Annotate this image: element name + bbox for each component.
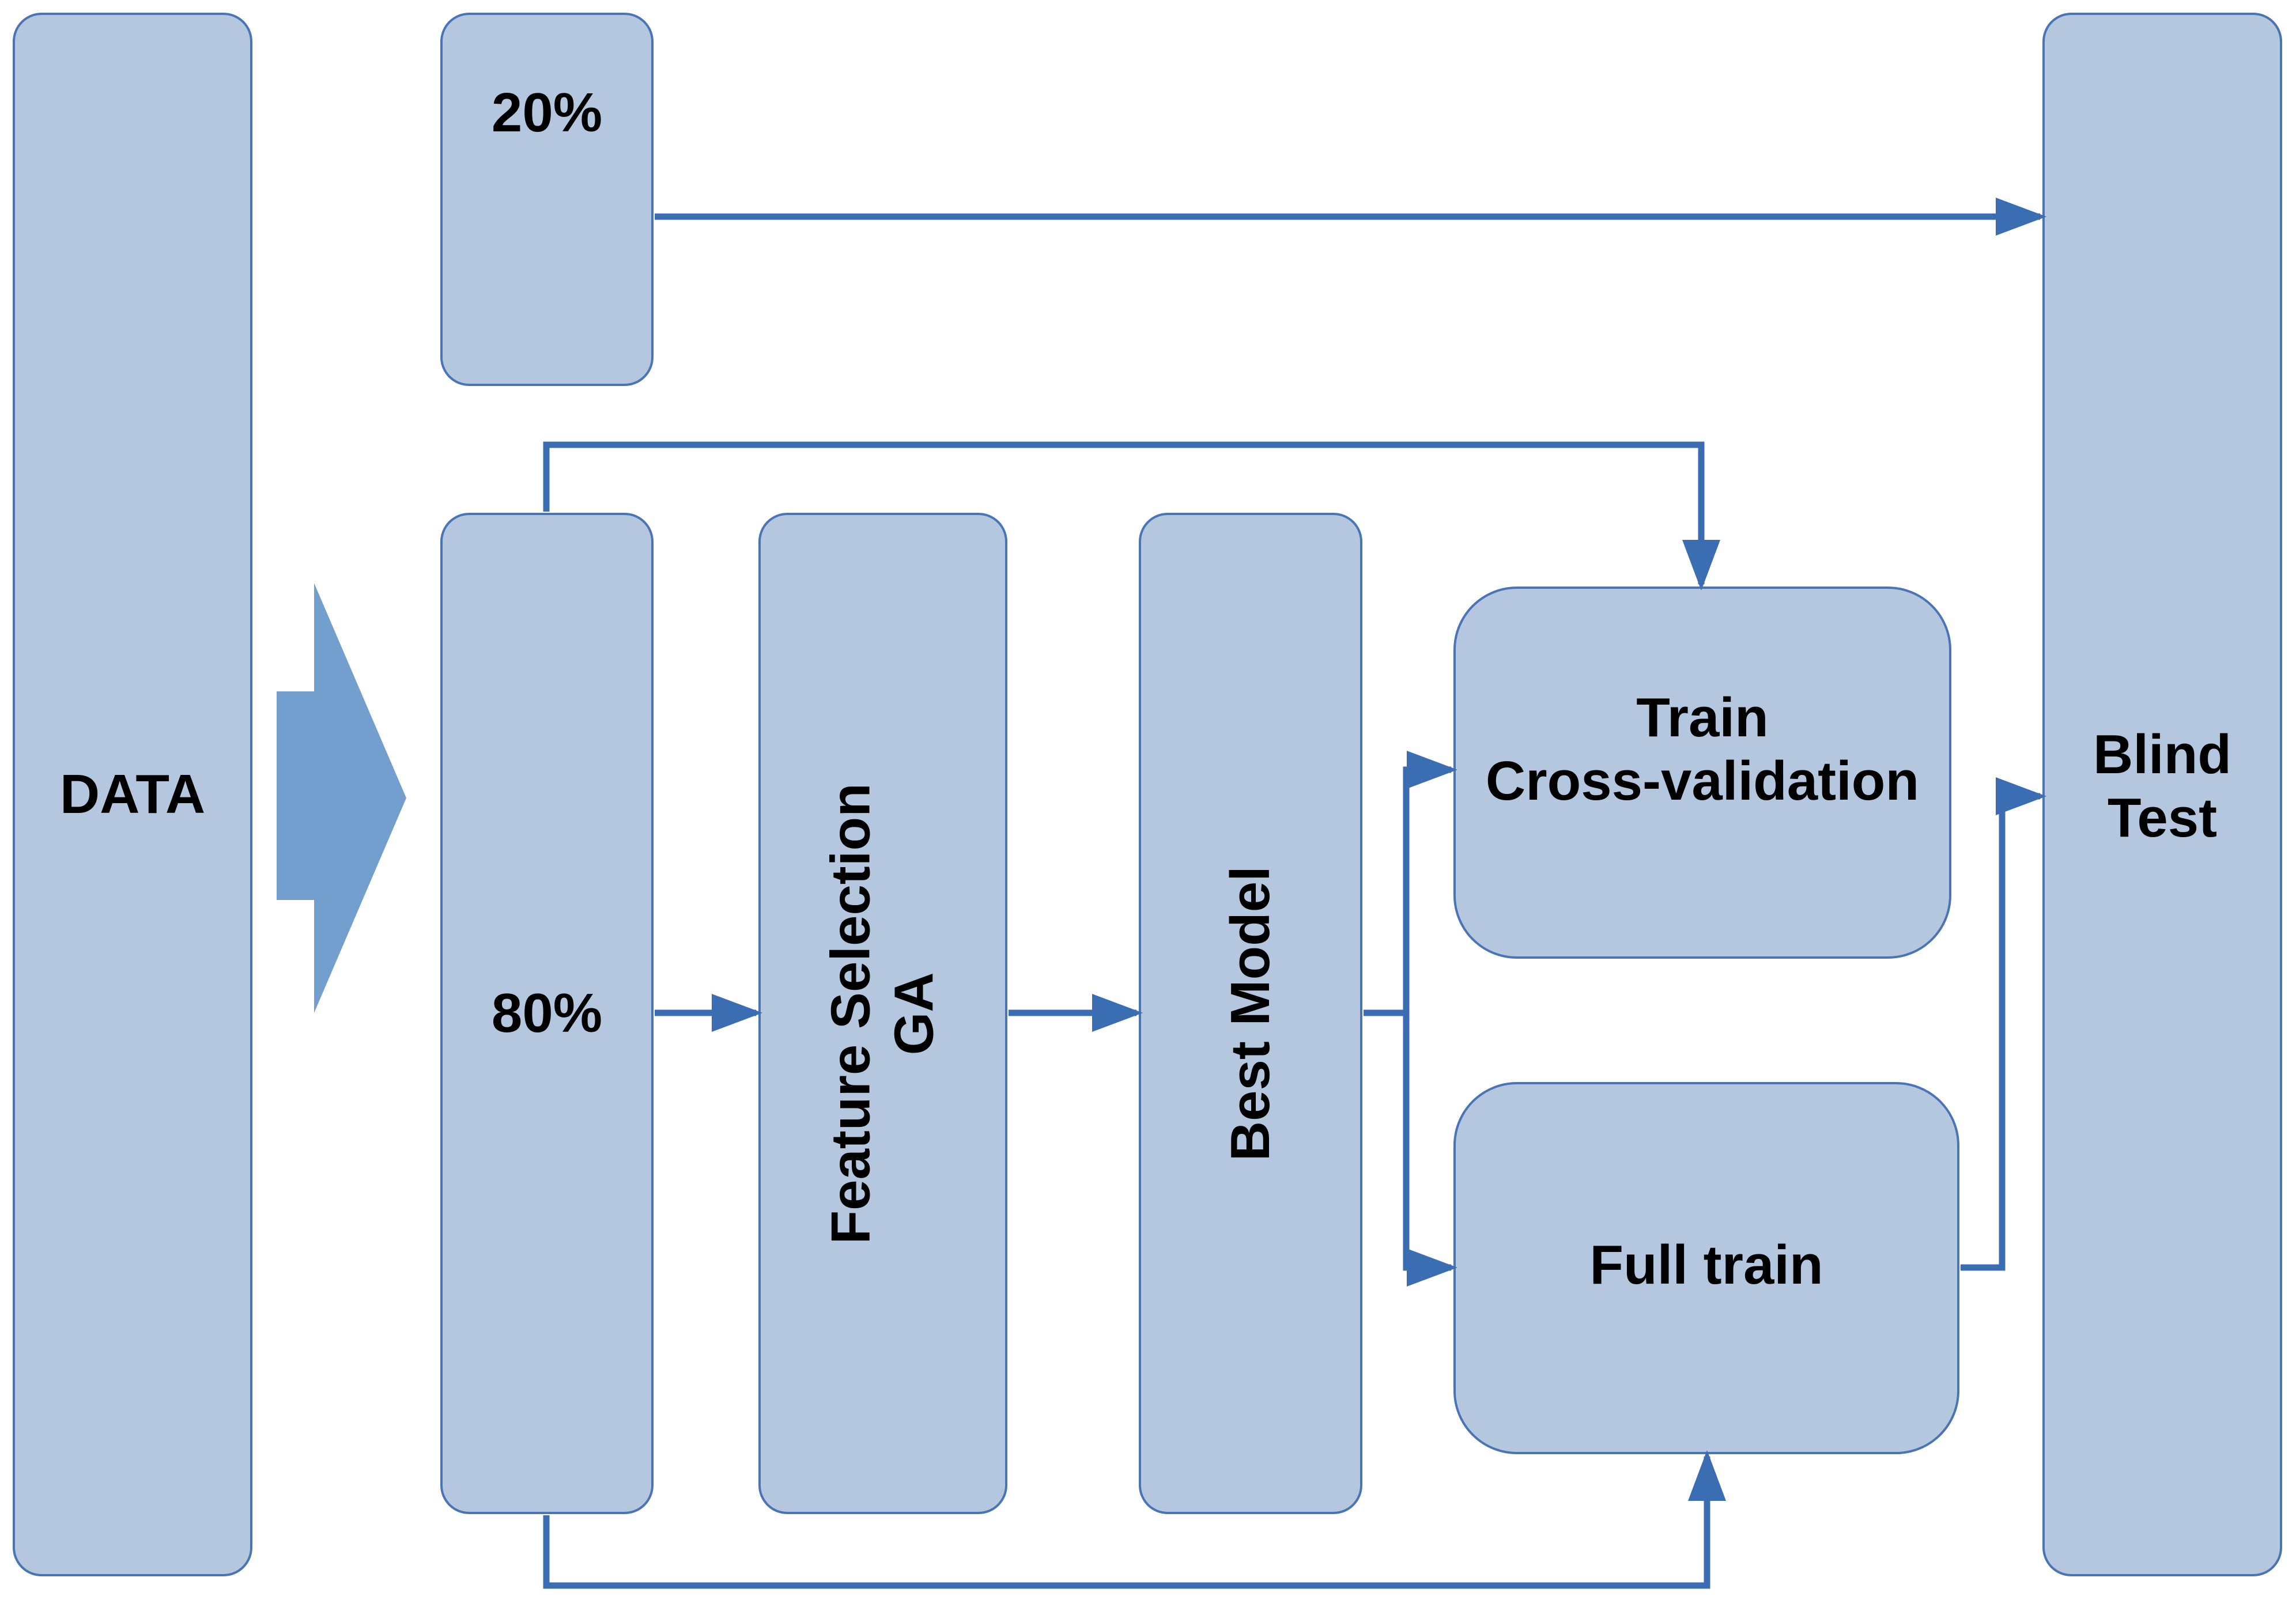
edge-full-train-to-blind-test <box>1961 777 2046 1271</box>
blind-test-line2: Test <box>2107 787 2218 849</box>
split-20-node: 20% <box>440 13 654 386</box>
split-80-node: 80% <box>440 513 654 1514</box>
edge-80-to-train-cv <box>543 441 1720 591</box>
full-train-label: Full train <box>1589 1234 1823 1296</box>
best-model-node: Best Model <box>1139 513 1362 1514</box>
feature-selection-line2: GA <box>883 972 945 1055</box>
edge-80-to-full-train <box>543 1450 1726 1589</box>
split-20-label: 20% <box>491 81 603 143</box>
big-arrow-data-to-80 <box>277 583 406 1013</box>
train-cv-node: Train Cross-validation <box>1453 587 1951 959</box>
best-model-text: Best Model <box>1219 866 1282 1161</box>
edge-best-model-to-full-train <box>1403 1013 1457 1287</box>
train-cv-line2: Cross-validation <box>1485 750 1920 812</box>
train-cv-line1: Train <box>1636 686 1769 748</box>
blind-test-text: Blind Test <box>2093 723 2231 850</box>
feature-selection-text: Feature Selection GA <box>820 783 947 1244</box>
blind-test-node: Blind Test <box>2042 13 2282 1576</box>
split-80-label: 80% <box>491 982 603 1044</box>
feature-selection-line1: Feature Selection <box>820 782 882 1244</box>
data-label: DATA <box>59 763 206 825</box>
train-cv-text: Train Cross-validation <box>1486 686 1919 814</box>
full-train-node: Full train <box>1453 1082 1959 1454</box>
data-node: DATA <box>13 13 252 1576</box>
blind-test-line1: Blind <box>2093 723 2231 785</box>
feature-selection-node: Feature Selection GA <box>758 513 1007 1514</box>
edge-best-model-to-train-cv <box>1364 751 1457 1016</box>
best-model-label: Best Model <box>1219 865 1281 1162</box>
